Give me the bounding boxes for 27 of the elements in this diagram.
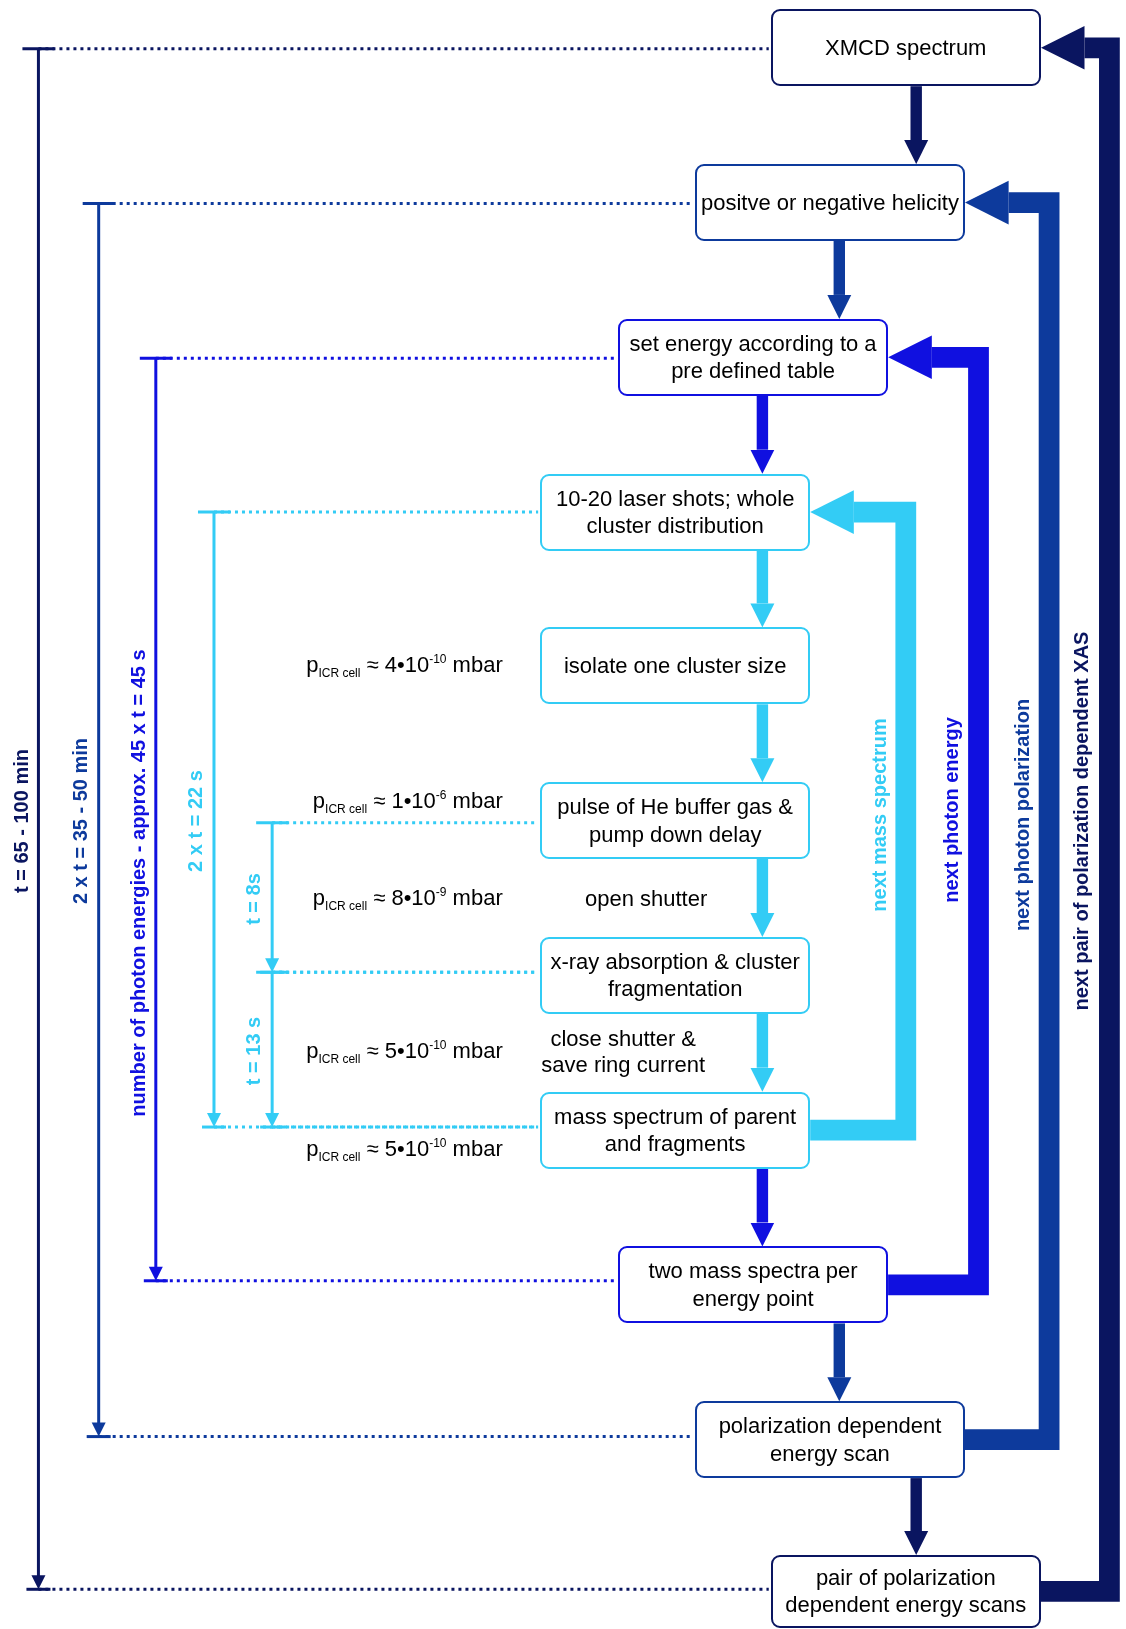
arrow (750, 859, 775, 937)
process-box: XMCD spectrum (770, 9, 1041, 87)
loop-arrow (810, 490, 917, 1141)
pressure-label: p$_{ICR cell}$ ≈ 8•10$^{-9}$ mbar (312, 884, 503, 913)
arrow (750, 550, 775, 628)
process-box: pulse of He buffer gas & pump down delay (540, 782, 811, 860)
process-box: isolate one cluster size (540, 627, 811, 705)
process-box: positve or negative helicity (694, 164, 965, 241)
process-box: mass spectrum of parent and fragments (540, 1091, 811, 1169)
process-box: two mass spectra per energy point (618, 1246, 889, 1324)
loop-arrow (888, 335, 989, 1296)
process-box: x-ray absorption & cluster fragmentation (540, 936, 811, 1014)
arrow (827, 241, 852, 319)
process-box: pair of polarization dependent energy scans (770, 1555, 1041, 1628)
arrow (750, 704, 775, 783)
arrow (904, 86, 929, 165)
arrow (750, 1168, 775, 1247)
process-box: 10-20 laser shots; whole cluster distribution (540, 473, 811, 551)
pressure-label: p$_{ICR cell}$ ≈ 4•10$^{-10}$ mbar (306, 651, 503, 680)
arrow (827, 1323, 852, 1402)
process-box: polarization dependent energy scan (694, 1401, 965, 1479)
arrow (750, 1013, 775, 1092)
arrow (904, 1478, 929, 1555)
loop-arrow (964, 180, 1060, 1451)
edge-label: next photon energy (940, 717, 963, 903)
process-box: set energy according to a pre defined table (618, 318, 889, 396)
arrow (750, 395, 775, 474)
